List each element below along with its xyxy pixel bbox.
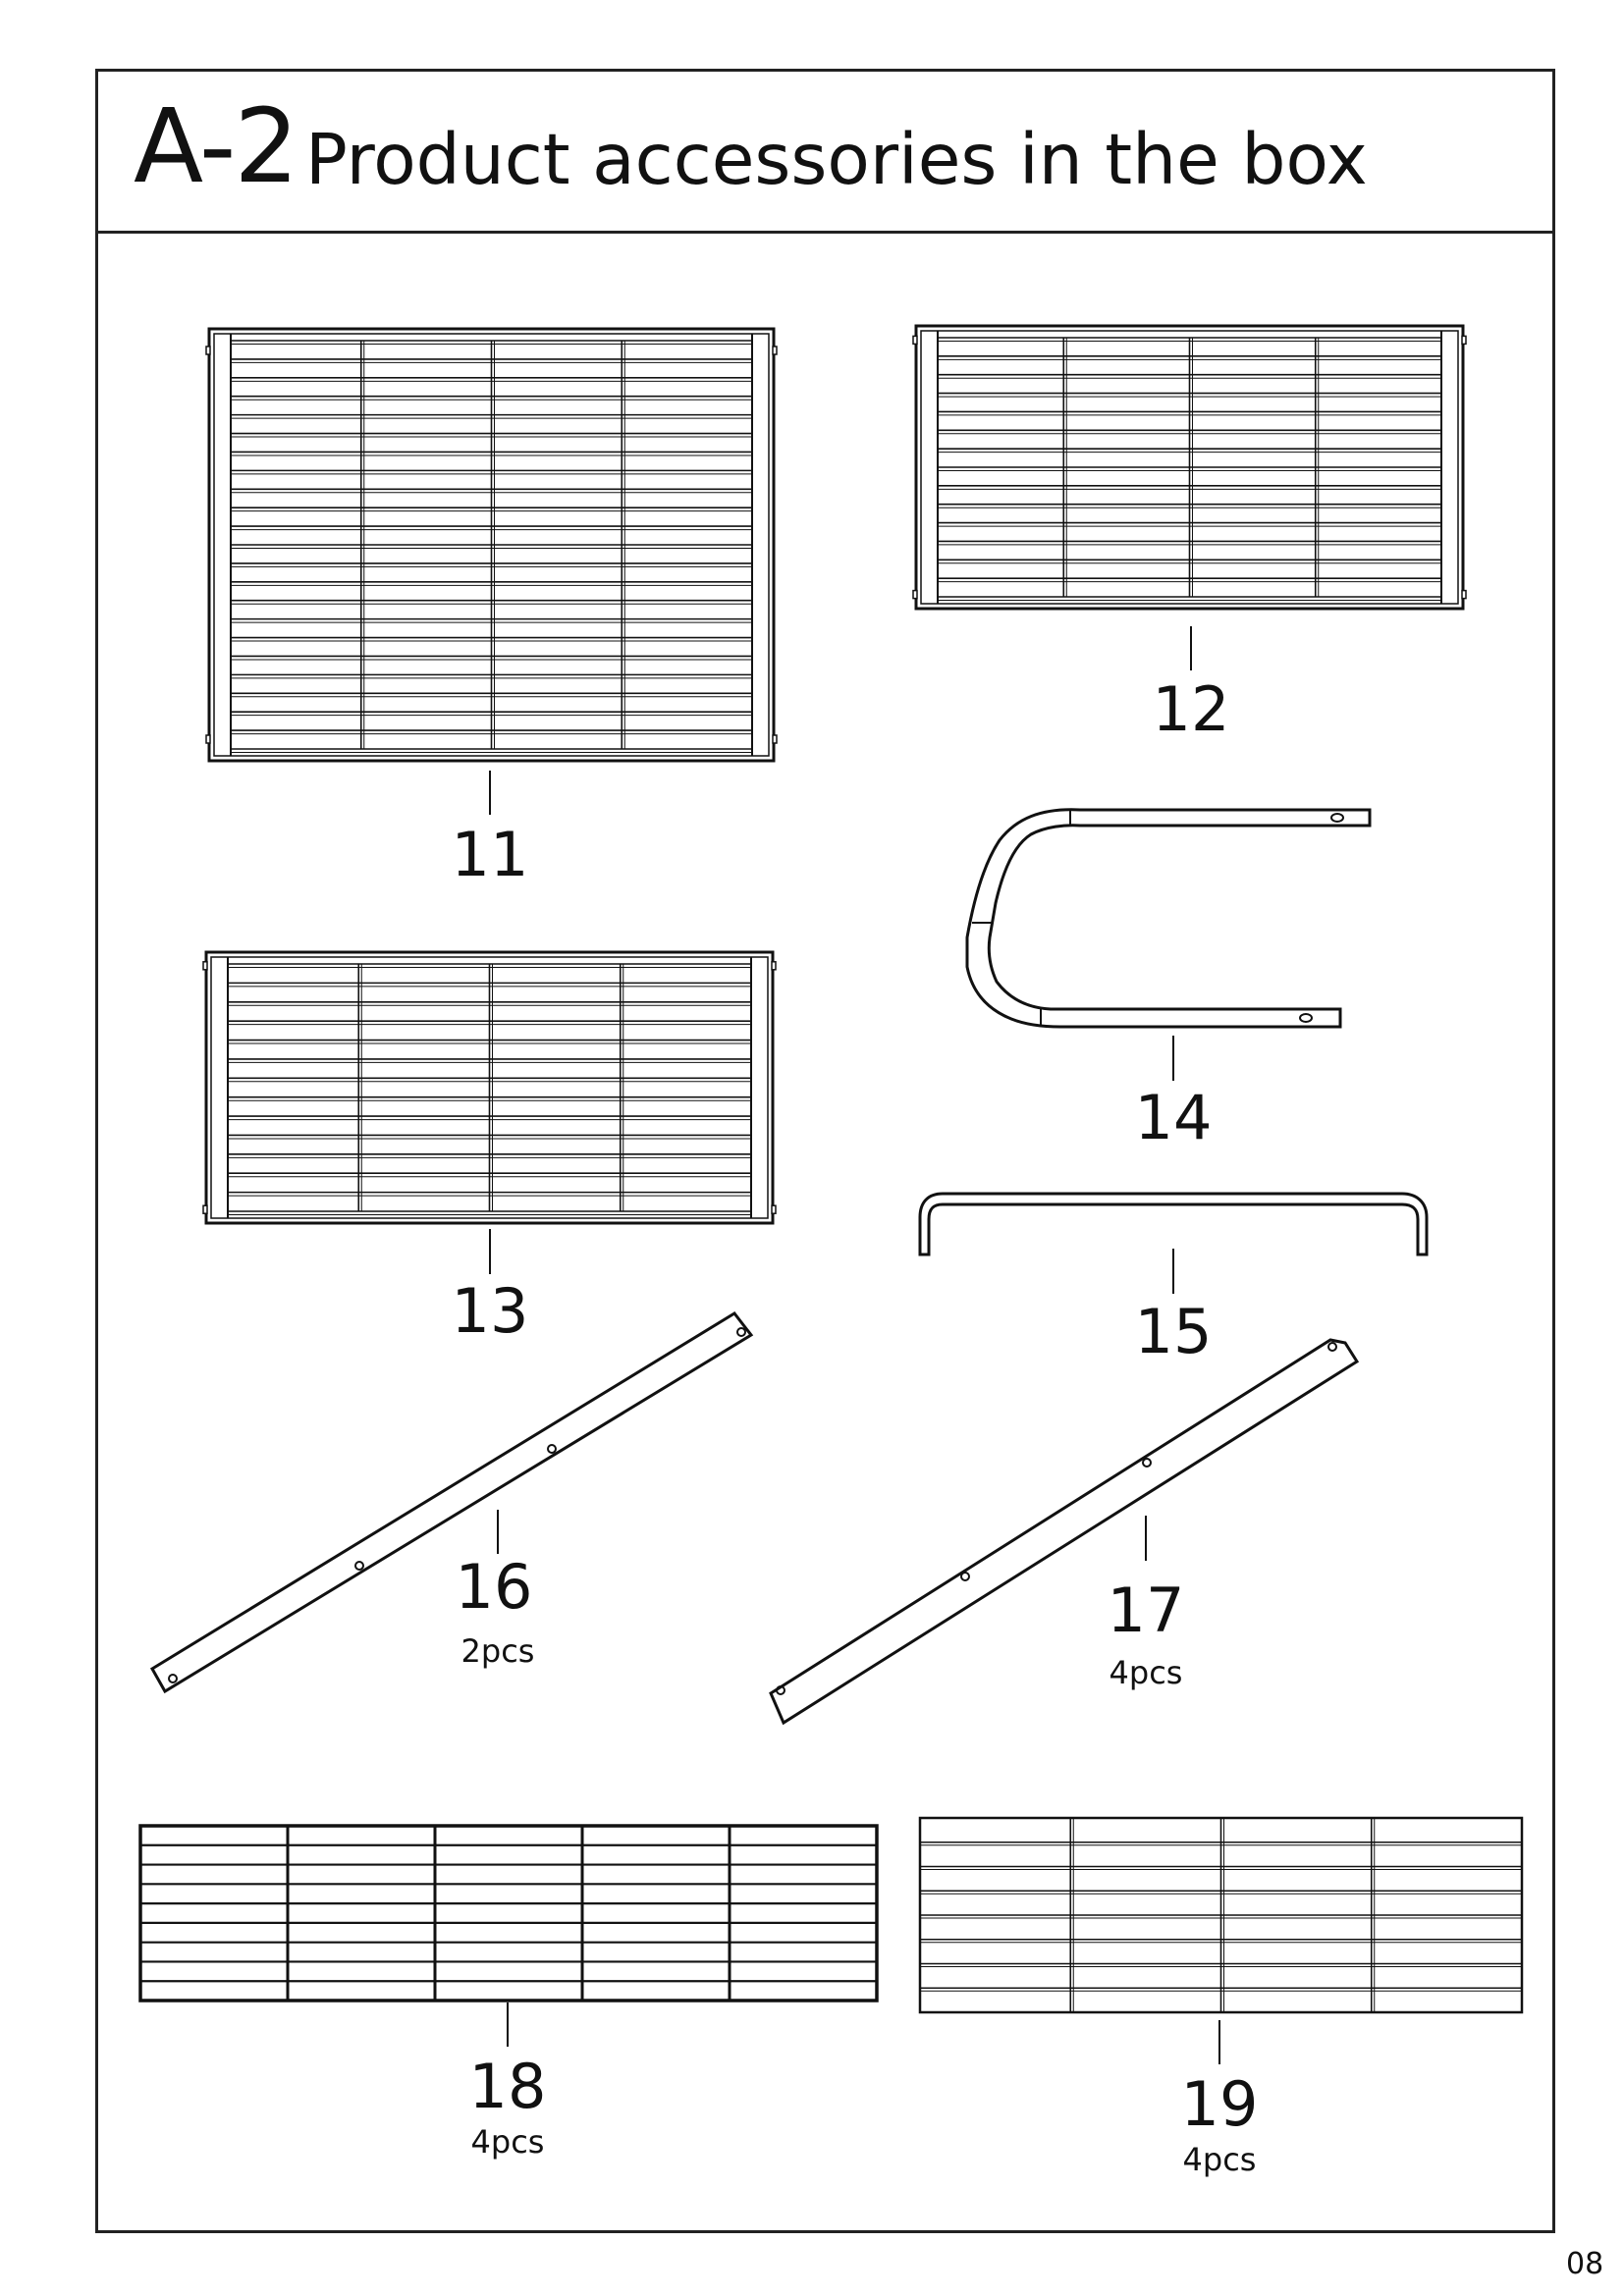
part-15-handle-bar bbox=[918, 1192, 1429, 1256]
page-frame: A-2 Product accessories in the box bbox=[95, 69, 1555, 2233]
part-11-grill-panel bbox=[205, 327, 778, 763]
part-17-support-rail bbox=[769, 1338, 1360, 1726]
part-qty-19: 4pcs bbox=[1182, 2141, 1257, 2178]
part-qty-16: 2pcs bbox=[460, 1632, 535, 1670]
part-number-11: 11 bbox=[451, 819, 529, 890]
part-qty-17: 4pcs bbox=[1109, 1654, 1183, 1691]
part-number-18: 18 bbox=[468, 2051, 547, 2122]
part-13-grill-panel bbox=[202, 950, 777, 1225]
page-number: 08 bbox=[1566, 2247, 1604, 2281]
part-12-grill-panel bbox=[912, 324, 1467, 611]
part-number-16: 16 bbox=[455, 1551, 533, 1623]
part-number-14: 14 bbox=[1134, 1082, 1213, 1153]
section-header: A-2 Product accessories in the box bbox=[98, 72, 1552, 234]
part-number-19: 19 bbox=[1180, 2068, 1259, 2140]
part-19-wire-shelf bbox=[918, 1816, 1524, 2014]
section-title: Product accessories in the box bbox=[305, 119, 1368, 200]
part-number-17: 17 bbox=[1107, 1575, 1185, 1646]
part-18-wire-shelf bbox=[138, 1824, 879, 2002]
part-number-13: 13 bbox=[451, 1275, 529, 1347]
section-code: A-2 bbox=[134, 86, 299, 206]
part-number-12: 12 bbox=[1152, 673, 1230, 745]
part-number-15: 15 bbox=[1134, 1296, 1213, 1367]
part-14-u-bracket bbox=[965, 808, 1372, 1029]
part-16-support-rail bbox=[149, 1311, 754, 1694]
leader-lines bbox=[489, 626, 1220, 2064]
part-qty-18: 4pcs bbox=[470, 2123, 545, 2161]
